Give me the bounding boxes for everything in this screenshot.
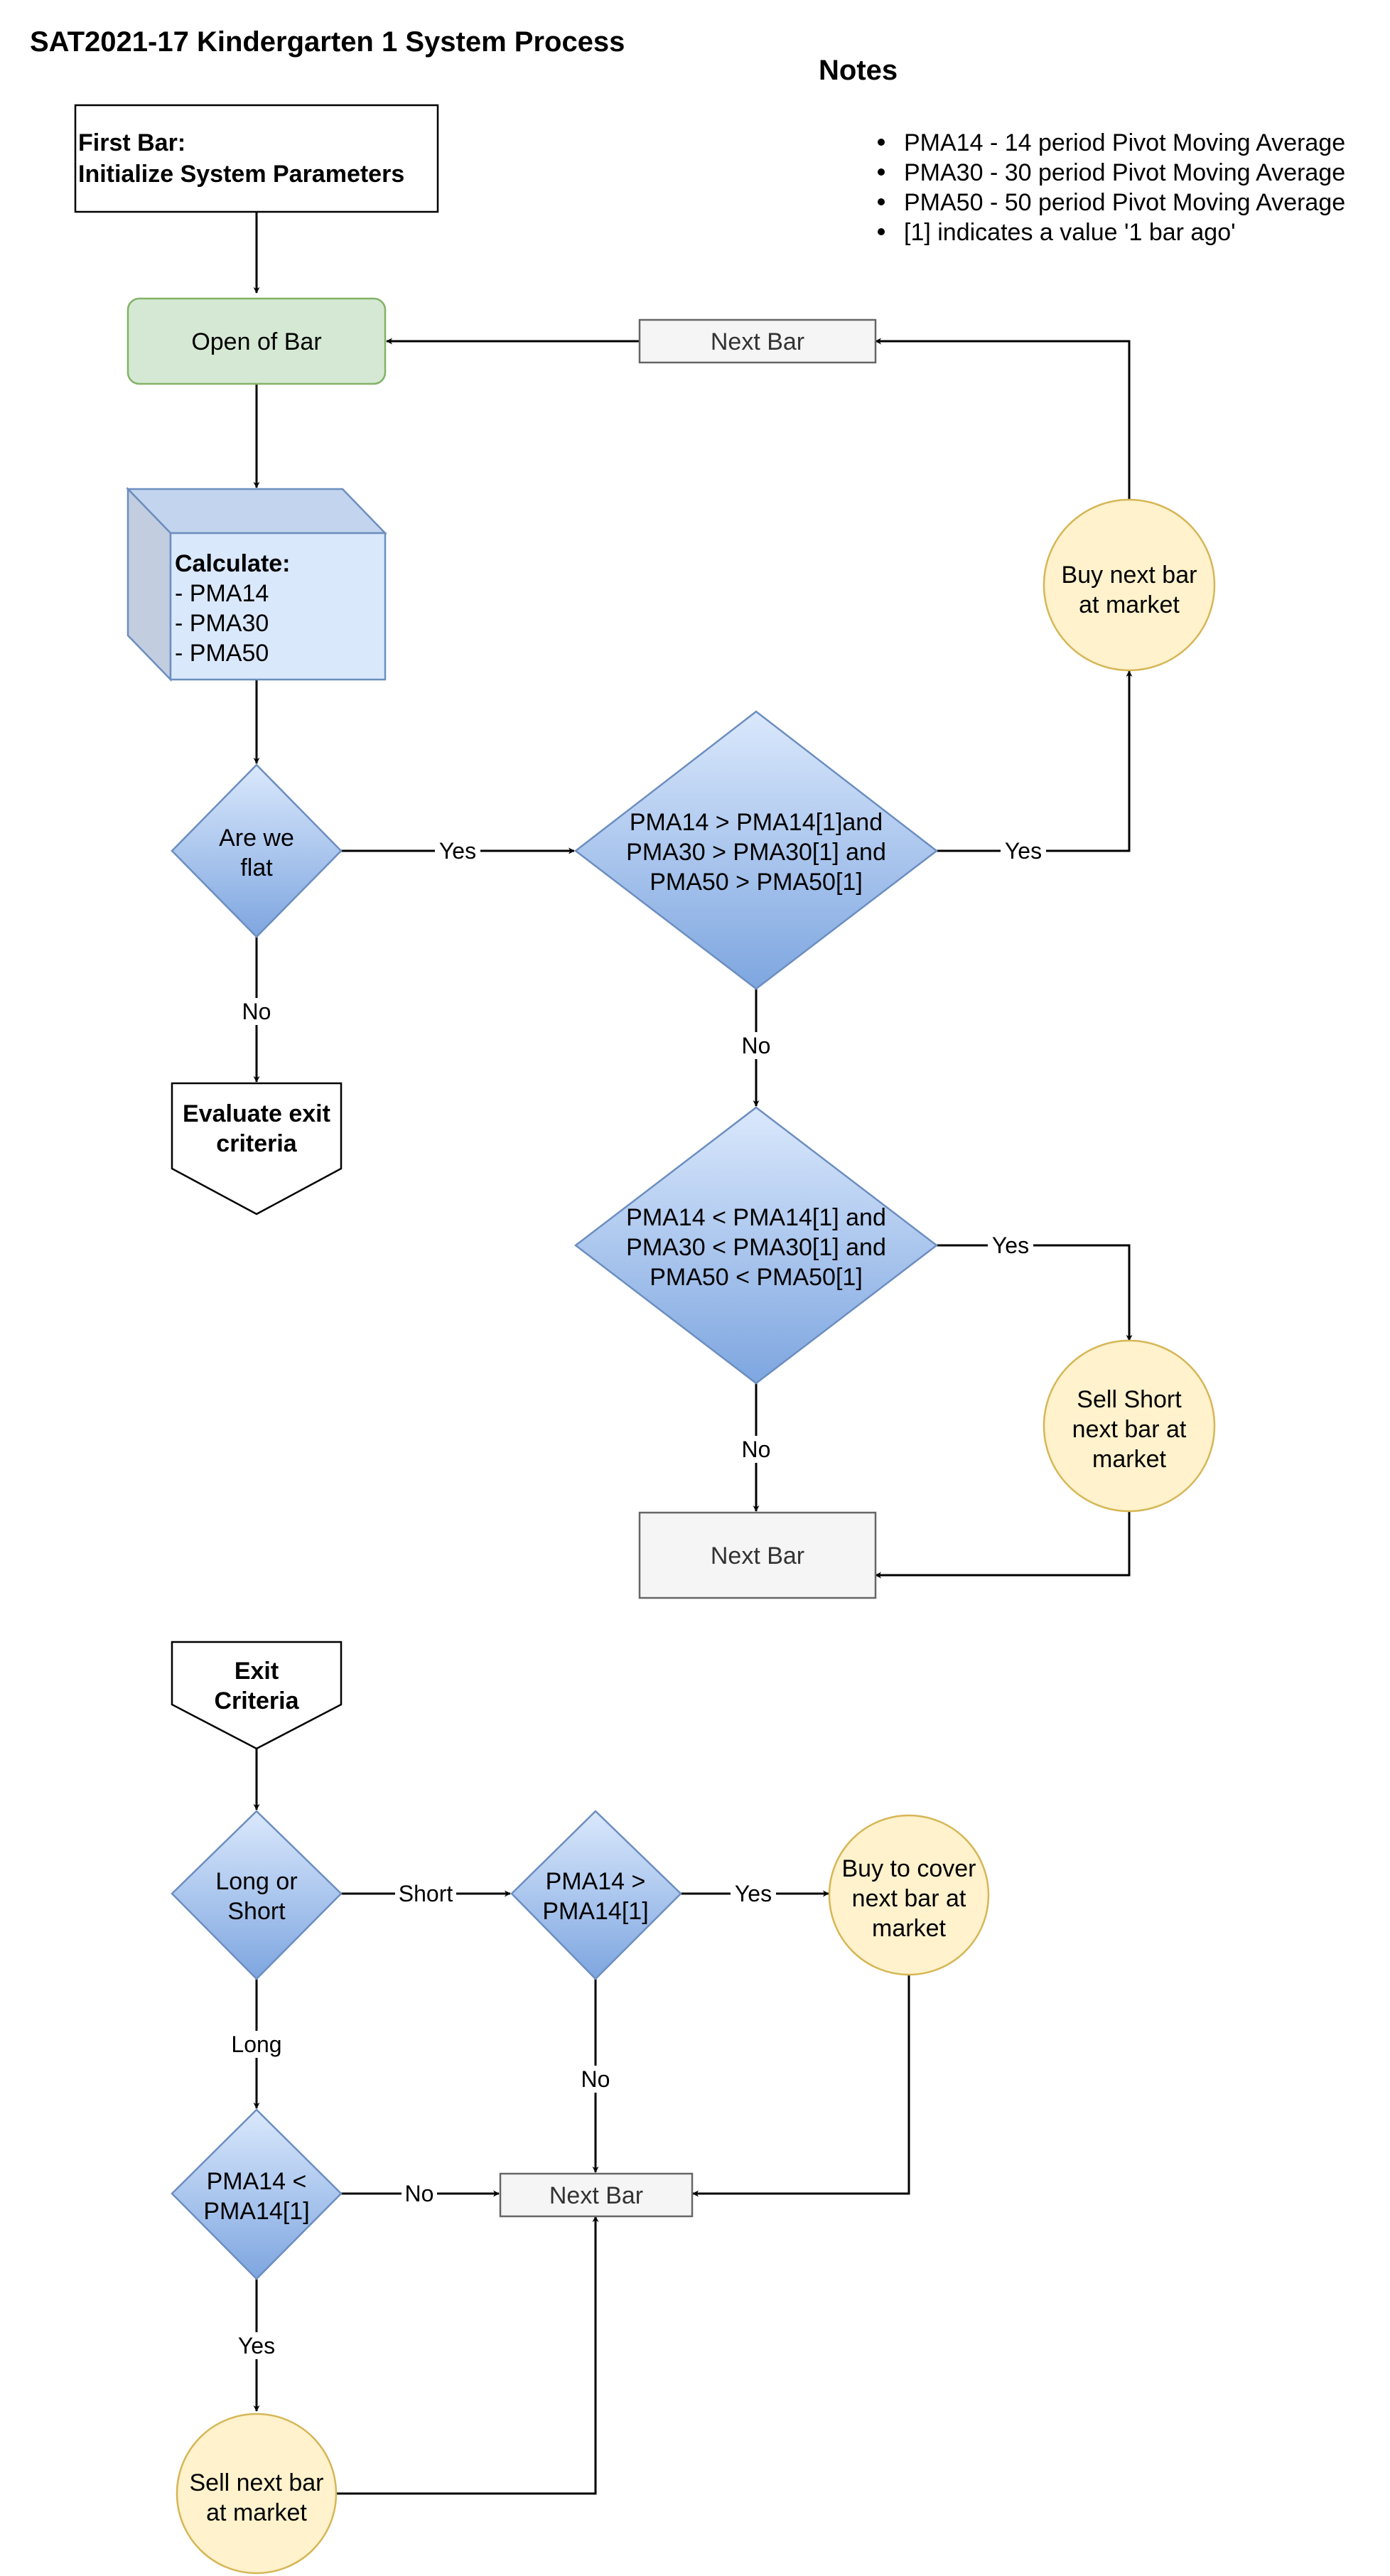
next-bar-top-label: Next Bar bbox=[711, 328, 804, 355]
are-we-flat-line: flat bbox=[240, 854, 273, 881]
buy-to-cover-line: Buy to cover bbox=[842, 1855, 976, 1882]
short-cond-line: PMA30 < PMA30[1] and bbox=[626, 1234, 886, 1261]
edge-long-yes bbox=[937, 670, 1133, 852]
exit-criteria-line: Criteria bbox=[214, 1687, 299, 1714]
calculate-line: - PMA14 bbox=[175, 580, 269, 607]
are-we-flat-line: Are we bbox=[219, 825, 294, 852]
first-bar-line2: Initialize System Parameters bbox=[78, 161, 404, 188]
first-bar-line1: First Bar: bbox=[78, 129, 185, 156]
node-first-bar[interactable]: First Bar: Initialize System Parameters bbox=[74, 104, 439, 213]
node-exit-criteria[interactable]: Exit Criteria bbox=[171, 1641, 343, 1750]
short-cond-line: PMA14 < PMA14[1] and bbox=[626, 1204, 886, 1231]
node-long-or-short[interactable]: Long or Short bbox=[171, 1810, 343, 1980]
diagram-title: SAT2021-17 Kindergarten 1 System Process bbox=[30, 26, 625, 58]
buy-to-cover-line: market bbox=[872, 1915, 946, 1942]
note-item: PMA50 - 50 period Pivot Moving Average bbox=[904, 189, 1345, 216]
next-bar-bottom-label: Next Bar bbox=[549, 2182, 643, 2209]
bullet-icon bbox=[878, 228, 885, 235]
label-gt-yes: Yes bbox=[735, 1881, 772, 1906]
label-lt-no: No bbox=[405, 2181, 434, 2206]
label-flat-yes: Yes bbox=[439, 838, 476, 864]
bullet-icon bbox=[878, 168, 885, 176]
long-cond-line: PMA50 > PMA50[1] bbox=[650, 869, 863, 896]
edge-buy-to-nextbar bbox=[875, 338, 1131, 499]
long-or-short-line: Long or bbox=[215, 1868, 297, 1895]
long-cond-line: PMA14 > PMA14[1]and bbox=[630, 809, 883, 836]
long-or-short-line: Short bbox=[227, 1898, 286, 1925]
note-item: PMA14 - 14 period Pivot Moving Average bbox=[904, 129, 1345, 156]
node-buy-to-cover[interactable]: Buy to cover next bar at market bbox=[828, 1814, 990, 1976]
node-evaluate-exit[interactable]: Evaluate exit criteria bbox=[171, 1082, 343, 1215]
node-next-bar-top[interactable]: Next Bar bbox=[638, 318, 877, 364]
open-of-bar-label: Open of Bar bbox=[191, 328, 321, 355]
notes-panel: Notes PMA14 - 14 period Pivot Moving Ave… bbox=[819, 55, 1345, 246]
calculate-line: - PMA50 bbox=[175, 640, 269, 667]
pma14-lt-line: PMA14[1] bbox=[203, 2198, 309, 2225]
note-item: [1] indicates a value '1 bar ago' bbox=[904, 219, 1236, 246]
edge-labels: Yes Yes No No Yes No Short Yes Long No N… bbox=[227, 837, 1046, 2359]
buy-next-bar-line: Buy next bar bbox=[1062, 562, 1197, 589]
label-gt-no: No bbox=[581, 2066, 610, 2092]
node-are-we-flat[interactable]: Are we flat bbox=[171, 763, 343, 938]
exit-criteria-line: Exit bbox=[235, 1658, 279, 1685]
bullet-icon bbox=[878, 198, 885, 205]
edge-sell-to-nextbar bbox=[337, 2216, 599, 2495]
evaluate-exit-line: Evaluate exit bbox=[183, 1100, 330, 1127]
node-short-entry-condition[interactable]: PMA14 < PMA14[1] and PMA30 < PMA30[1] an… bbox=[573, 1106, 939, 1385]
label-long-branch: Long bbox=[231, 2032, 281, 2057]
node-open-of-bar[interactable]: Open of Bar bbox=[126, 297, 387, 385]
calculate-heading: Calculate: bbox=[175, 550, 291, 577]
next-bar-mid-label: Next Bar bbox=[711, 1542, 804, 1569]
short-cond-line: PMA50 < PMA50[1] bbox=[650, 1264, 863, 1291]
calculate-line: - PMA30 bbox=[175, 610, 269, 637]
node-buy-next-bar[interactable]: Buy next bar at market bbox=[1042, 498, 1216, 672]
sell-short-line: Sell Short bbox=[1077, 1386, 1182, 1413]
node-pma14-lt[interactable]: PMA14 < PMA14[1] bbox=[171, 2108, 343, 2280]
node-sell-next-bar[interactable]: Sell next bar at market bbox=[176, 2413, 338, 2575]
label-short-yes: Yes bbox=[992, 1233, 1029, 1258]
edge-cover-to-nextbar bbox=[692, 1975, 910, 2197]
pma14-lt-line: PMA14 < bbox=[207, 2168, 307, 2195]
sell-short-line: next bar at bbox=[1072, 1416, 1187, 1443]
bullet-icon bbox=[878, 139, 885, 146]
note-item: PMA30 - 30 period Pivot Moving Average bbox=[904, 159, 1345, 186]
notes-list: PMA14 - 14 period Pivot Moving Average P… bbox=[878, 129, 1345, 246]
label-long-yes: Yes bbox=[1005, 838, 1042, 864]
evaluate-exit-line: criteria bbox=[216, 1130, 297, 1157]
node-sell-short[interactable]: Sell Short next bar at market bbox=[1042, 1339, 1216, 1513]
edge-sellshort-to-nextbar bbox=[875, 1511, 1131, 1579]
node-long-entry-condition[interactable]: PMA14 > PMA14[1]and PMA30 > PMA30[1] and… bbox=[573, 710, 939, 990]
sell-next-bar-line: at market bbox=[206, 2499, 307, 2526]
node-next-bar-mid[interactable]: Next Bar bbox=[638, 1511, 877, 1599]
label-long-no: No bbox=[742, 1033, 771, 1058]
buy-next-bar-line: at market bbox=[1079, 591, 1180, 618]
sell-short-line: market bbox=[1092, 1446, 1166, 1473]
edges bbox=[253, 212, 1133, 2495]
node-calculate[interactable]: Calculate: - PMA14 - PMA30 - PMA50 bbox=[126, 486, 387, 682]
pma14-gt-line: PMA14 > bbox=[546, 1868, 646, 1895]
sell-next-bar-line: Sell next bar bbox=[190, 2469, 324, 2496]
label-flat-no: No bbox=[242, 999, 271, 1024]
node-next-bar-bottom[interactable]: Next Bar bbox=[499, 2172, 694, 2218]
long-cond-line: PMA30 > PMA30[1] and bbox=[626, 839, 886, 866]
edge-short-yes bbox=[937, 1244, 1133, 1341]
pma14-gt-line: PMA14[1] bbox=[542, 1898, 648, 1925]
label-short-branch: Short bbox=[399, 1881, 453, 1906]
buy-to-cover-line: next bar at bbox=[852, 1885, 966, 1912]
notes-heading: Notes bbox=[819, 55, 898, 86]
node-pma14-gt[interactable]: PMA14 > PMA14[1] bbox=[510, 1810, 682, 1980]
label-lt-yes: Yes bbox=[238, 2333, 275, 2358]
label-short-no: No bbox=[742, 1437, 771, 1462]
